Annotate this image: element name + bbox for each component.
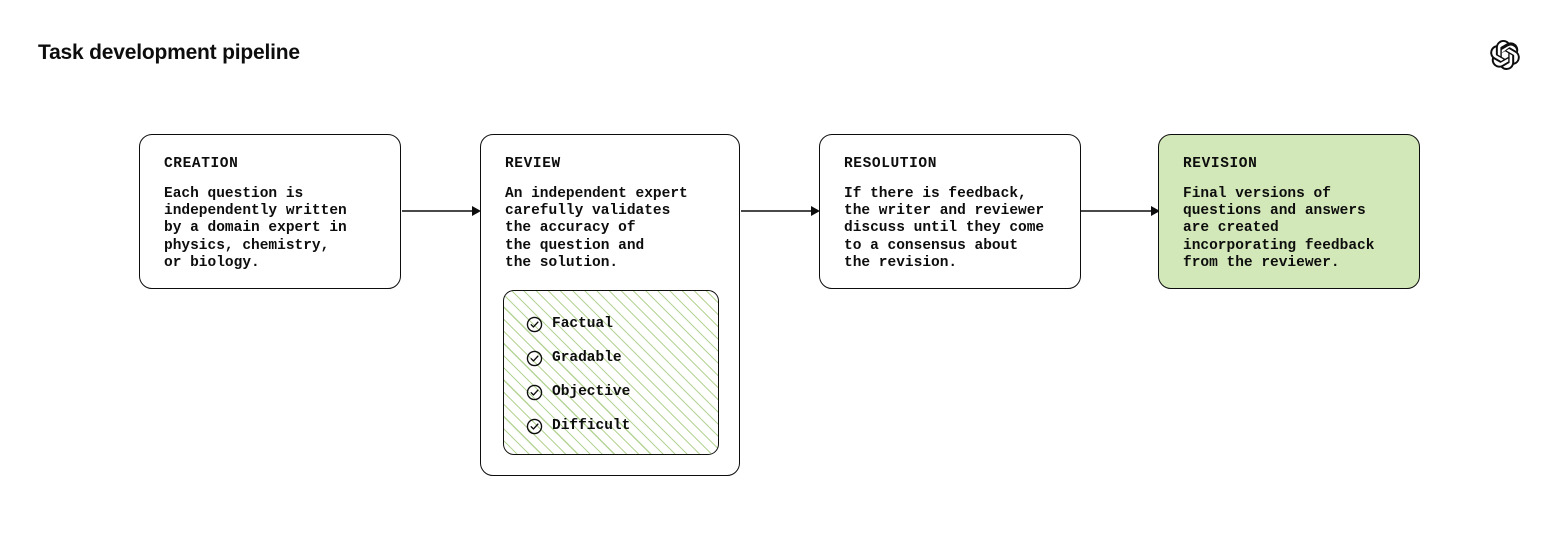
step-label: RESOLUTION [844,156,938,172]
step-label: CREATION [164,156,239,172]
checklist-item-label: Gradable [552,349,622,366]
arrow-right-icon [741,203,820,219]
checklist-item[interactable]: Difficult [526,409,718,443]
checklist-item-label: Factual [552,315,613,332]
pipeline-step-resolution[interactable]: RESOLUTION If there is feedback, the wri… [819,134,1081,289]
pipeline-step-review[interactable]: REVIEW An independent expert carefully v… [480,134,740,476]
check-circle-icon [526,316,543,333]
step-label: REVIEW [505,156,561,172]
step-description: Final versions of questions and answers … [1183,186,1375,271]
arrow-right-icon [1081,203,1160,219]
pipeline-step-revision[interactable]: REVISION Final versions of questions and… [1158,134,1420,289]
pipeline-step-creation[interactable]: CREATION Each question is independently … [139,134,401,289]
checklist-item[interactable]: Objective [526,375,718,409]
arrow-right-icon [402,203,481,219]
review-criteria-checklist: Factual Gradable Objecti [503,290,719,455]
checklist-item[interactable]: Factual [526,307,718,341]
openai-logo-icon [1490,40,1520,70]
checklist-item[interactable]: Gradable [526,341,718,375]
checklist-item-label: Difficult [552,417,631,434]
page-title: Task development pipeline [38,41,300,64]
check-circle-icon [526,418,543,435]
check-circle-icon [526,350,543,367]
step-description: If there is feedback, the writer and rev… [844,186,1045,271]
checklist-item-label: Objective [552,383,631,400]
step-description: Each question is independently written b… [164,186,347,271]
step-label: REVISION [1183,156,1258,172]
check-circle-icon [526,384,543,401]
step-description: An independent expert carefully validate… [505,186,688,271]
